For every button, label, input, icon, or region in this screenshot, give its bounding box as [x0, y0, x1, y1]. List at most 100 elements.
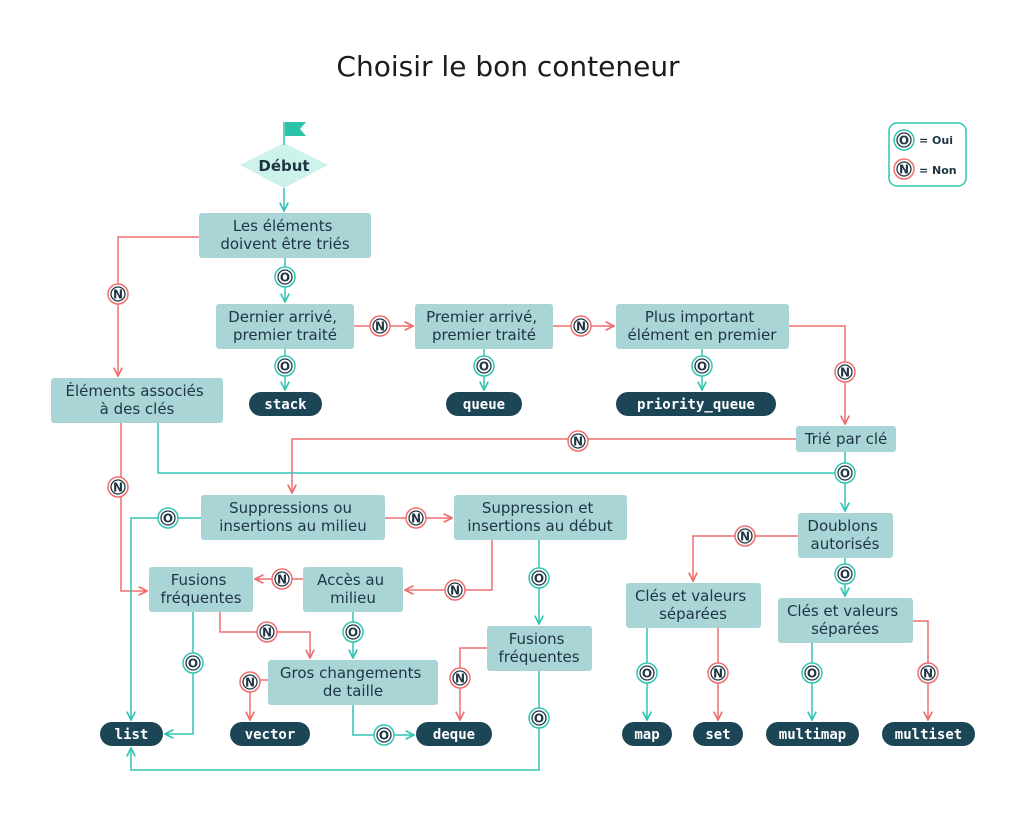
svg-text:Suppression et insertion: Suppression et insertions au début [467, 499, 612, 535]
badge-middleaccess-yes: O [342, 621, 364, 643]
badge-fifo-yes: O [473, 355, 495, 377]
svg-text:Les éléments doivent êtr: Les éléments doivent être triés [220, 217, 350, 253]
svg-text:N: N [245, 676, 255, 690]
svg-text:O: O [899, 134, 909, 148]
svg-text:N: N [113, 288, 123, 302]
svg-text:O: O [348, 626, 358, 640]
start-label: Début [258, 157, 309, 175]
svg-text:N: N [455, 672, 465, 686]
badge-duplicates-yes: O [834, 563, 856, 585]
legend-no-badge: N [893, 158, 915, 180]
badge-sorted-yes: O [274, 266, 296, 288]
edge-duplicates-no [693, 535, 798, 581]
svg-text:Trié par clé: Trié par clé [804, 430, 888, 448]
svg-text:N: N [411, 512, 421, 526]
svg-text:O: O [807, 667, 817, 681]
edge-keyed-yes [157, 423, 845, 474]
badge-sortedkey-no: N [567, 430, 589, 452]
svg-text:N: N [277, 573, 287, 587]
question-keyed: Éléments associés à des clés [51, 378, 223, 423]
edge-insertfront-no [405, 540, 493, 590]
svg-text:Fusions fréquentes: Fusions fréquentes [498, 630, 579, 666]
svg-text:O: O [642, 667, 652, 681]
svg-text:N: N [375, 320, 385, 334]
edge-insertmiddle-yes [131, 517, 201, 720]
badge-lifo-yes: O [274, 355, 296, 377]
badge-insertmiddle-yes: O [157, 507, 179, 529]
svg-text:O: O [840, 568, 850, 582]
badge-keyed-no: N [107, 476, 129, 498]
edge-merges2-no [460, 647, 487, 720]
question-merges-2: Fusions fréquentes [487, 626, 592, 671]
question-insert-middle: Suppressions ou insertions au milieu [201, 495, 385, 540]
svg-text:Premier arrivé, premier: Premier arrivé, premier traité [426, 308, 542, 344]
svg-text:priority_queue: priority_queue [637, 397, 755, 413]
svg-text:Gros changements de tail: Gros changements de taille [280, 664, 426, 700]
svg-text:Doublons autorisés: Doublons autorisés [807, 517, 882, 553]
result-stack: stack [249, 392, 322, 416]
legend-no-text: = Non [919, 164, 957, 177]
result-priority-queue: priority_queue [616, 392, 776, 416]
edge-priority-no [789, 325, 845, 424]
svg-text:N: N [713, 667, 723, 681]
badge-middleaccess-no: N [271, 568, 293, 590]
badge-priority-no: N [834, 361, 856, 383]
edge-kv2-no [913, 620, 928, 720]
badge-insertmiddle-no: N [405, 507, 427, 529]
question-duplicates: Doublons autorisés [798, 513, 893, 558]
svg-text:Clés et valeurs séparées: Clés et valeurs séparées [787, 602, 903, 638]
svg-text:multimap: multimap [779, 727, 846, 743]
question-kv-2: Clés et valeurs séparées [778, 598, 913, 643]
svg-text:N: N [740, 530, 750, 544]
edge-sorted-no [118, 236, 199, 376]
question-priority: Plus important élément en premier [616, 304, 789, 349]
badge-merges2-no: N [449, 667, 471, 689]
result-set: set [693, 722, 743, 746]
svg-text:Éléments associés à des: Éléments associés à des clés [66, 381, 209, 418]
svg-text:O: O [379, 729, 389, 743]
svg-text:deque: deque [433, 727, 475, 743]
svg-text:O: O [479, 360, 489, 374]
badge-duplicates-no: N [734, 525, 756, 547]
badge-insertfront-yes: O [528, 567, 550, 589]
svg-text:N: N [840, 366, 850, 380]
badge-sorted-no: N [107, 283, 129, 305]
legend: O = Oui N = Non [888, 122, 967, 187]
svg-text:O: O [280, 271, 290, 285]
svg-text:N: N [262, 626, 272, 640]
result-deque: deque [416, 722, 492, 746]
result-vector: vector [230, 722, 310, 746]
question-middle-access: Accès au milieu [303, 567, 403, 612]
edge-merges1-yes [165, 612, 194, 734]
svg-text:N: N [113, 481, 123, 495]
start-node: Début [240, 122, 328, 188]
svg-text:list: list [115, 727, 149, 743]
flag-icon [285, 122, 306, 136]
result-multimap: multimap [766, 722, 859, 746]
badge-merges1-no: N [256, 621, 278, 643]
svg-text:vector: vector [245, 727, 296, 743]
svg-text:Dernier arrivé, premier: Dernier arrivé, premier traité [228, 308, 342, 344]
edge-sortedkey-no [292, 438, 796, 493]
svg-text:O: O [697, 360, 707, 374]
question-merges-1: Fusions fréquentes [149, 567, 253, 612]
svg-text:O: O [840, 467, 850, 481]
question-sorted-by-key: Trié par clé [796, 426, 896, 452]
result-multiset: multiset [882, 722, 975, 746]
badge-merges1-yes: O [182, 652, 204, 674]
badge-kv2-no: N [917, 662, 939, 684]
svg-text:N: N [450, 584, 460, 598]
svg-text:Clés et valeurs séparées: Clés et valeurs séparées [635, 587, 751, 623]
svg-text:Accès au milieu: Accès au milieu [317, 571, 389, 607]
svg-text:O: O [163, 512, 173, 526]
svg-text:map: map [634, 727, 659, 743]
svg-text:N: N [923, 667, 933, 681]
chart-title: Choisir le bon conteneur [336, 50, 680, 83]
svg-text:O: O [280, 360, 290, 374]
svg-text:N: N [576, 320, 586, 334]
result-list: list [100, 722, 163, 746]
svg-text:stack: stack [264, 397, 307, 413]
